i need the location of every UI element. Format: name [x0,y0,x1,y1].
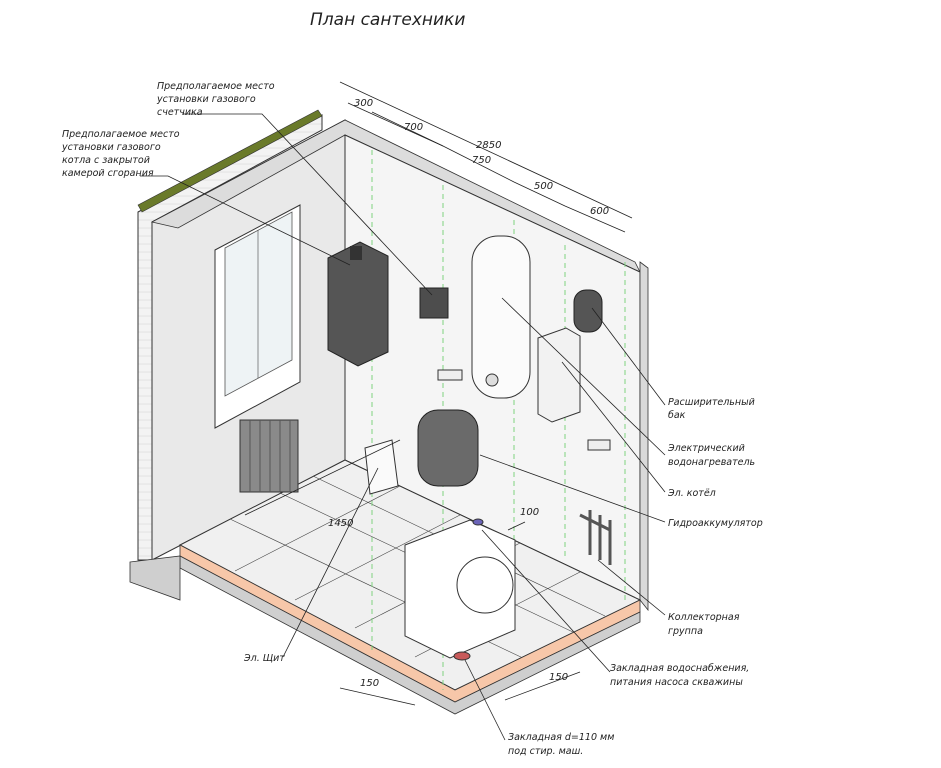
dim-100: 100 [520,507,539,518]
window-glass [224,211,293,397]
label-collector: Коллекторная группа [668,612,742,637]
dim-600: 600 [590,206,609,217]
plan-title: План сантехники [310,10,465,30]
dim-700: 700 [404,122,423,133]
label-boiler-place: Предполагаемое место установки газового … [61,129,183,179]
wall-insulation [137,109,323,213]
radiator [239,419,299,493]
label-el-boiler: Эл. котёл [667,488,716,499]
dim-150-left: 150 [360,678,379,689]
label-expansion-tank: Расширительный бак [668,397,758,421]
label-water-inlet: Закладная водоснабжения, питания насоса … [610,663,752,688]
dim-300: 300 [354,98,373,109]
sockets [437,369,611,451]
dim-2850: 2850 [476,140,501,151]
foundation [129,555,181,601]
gas-meter [419,287,449,319]
washing-machine [404,519,516,659]
label-drain-inlet: Закладная d=110 мм под стир. маш. [508,732,617,757]
electrical-panel [364,439,399,495]
label-gas-meter: Предполагаемое место установки газового … [156,81,278,118]
leader-lines [140,113,666,741]
water-heater [471,235,531,399]
dim-750: 750 [472,155,491,166]
water-inlet-sleeve [472,518,484,526]
dimension-lines [244,81,633,706]
electric-boiler [537,327,581,423]
drain-sleeve [453,651,471,661]
label-water-heater: Электрический водонагреватель [667,443,755,468]
expansion-tank [573,289,603,333]
gas-boiler [327,241,389,367]
hydro-accumulator [417,409,479,487]
collector-group [579,510,612,565]
dim-1450: 1450 [328,518,353,529]
dim-500: 500 [534,181,553,192]
dim-150-right: 150 [549,672,568,683]
right-wall-edge [639,261,649,612]
label-hydro-accumulator: Гидроаккумулятор [668,518,763,529]
label-el-panel: Эл. Щит [243,653,285,664]
